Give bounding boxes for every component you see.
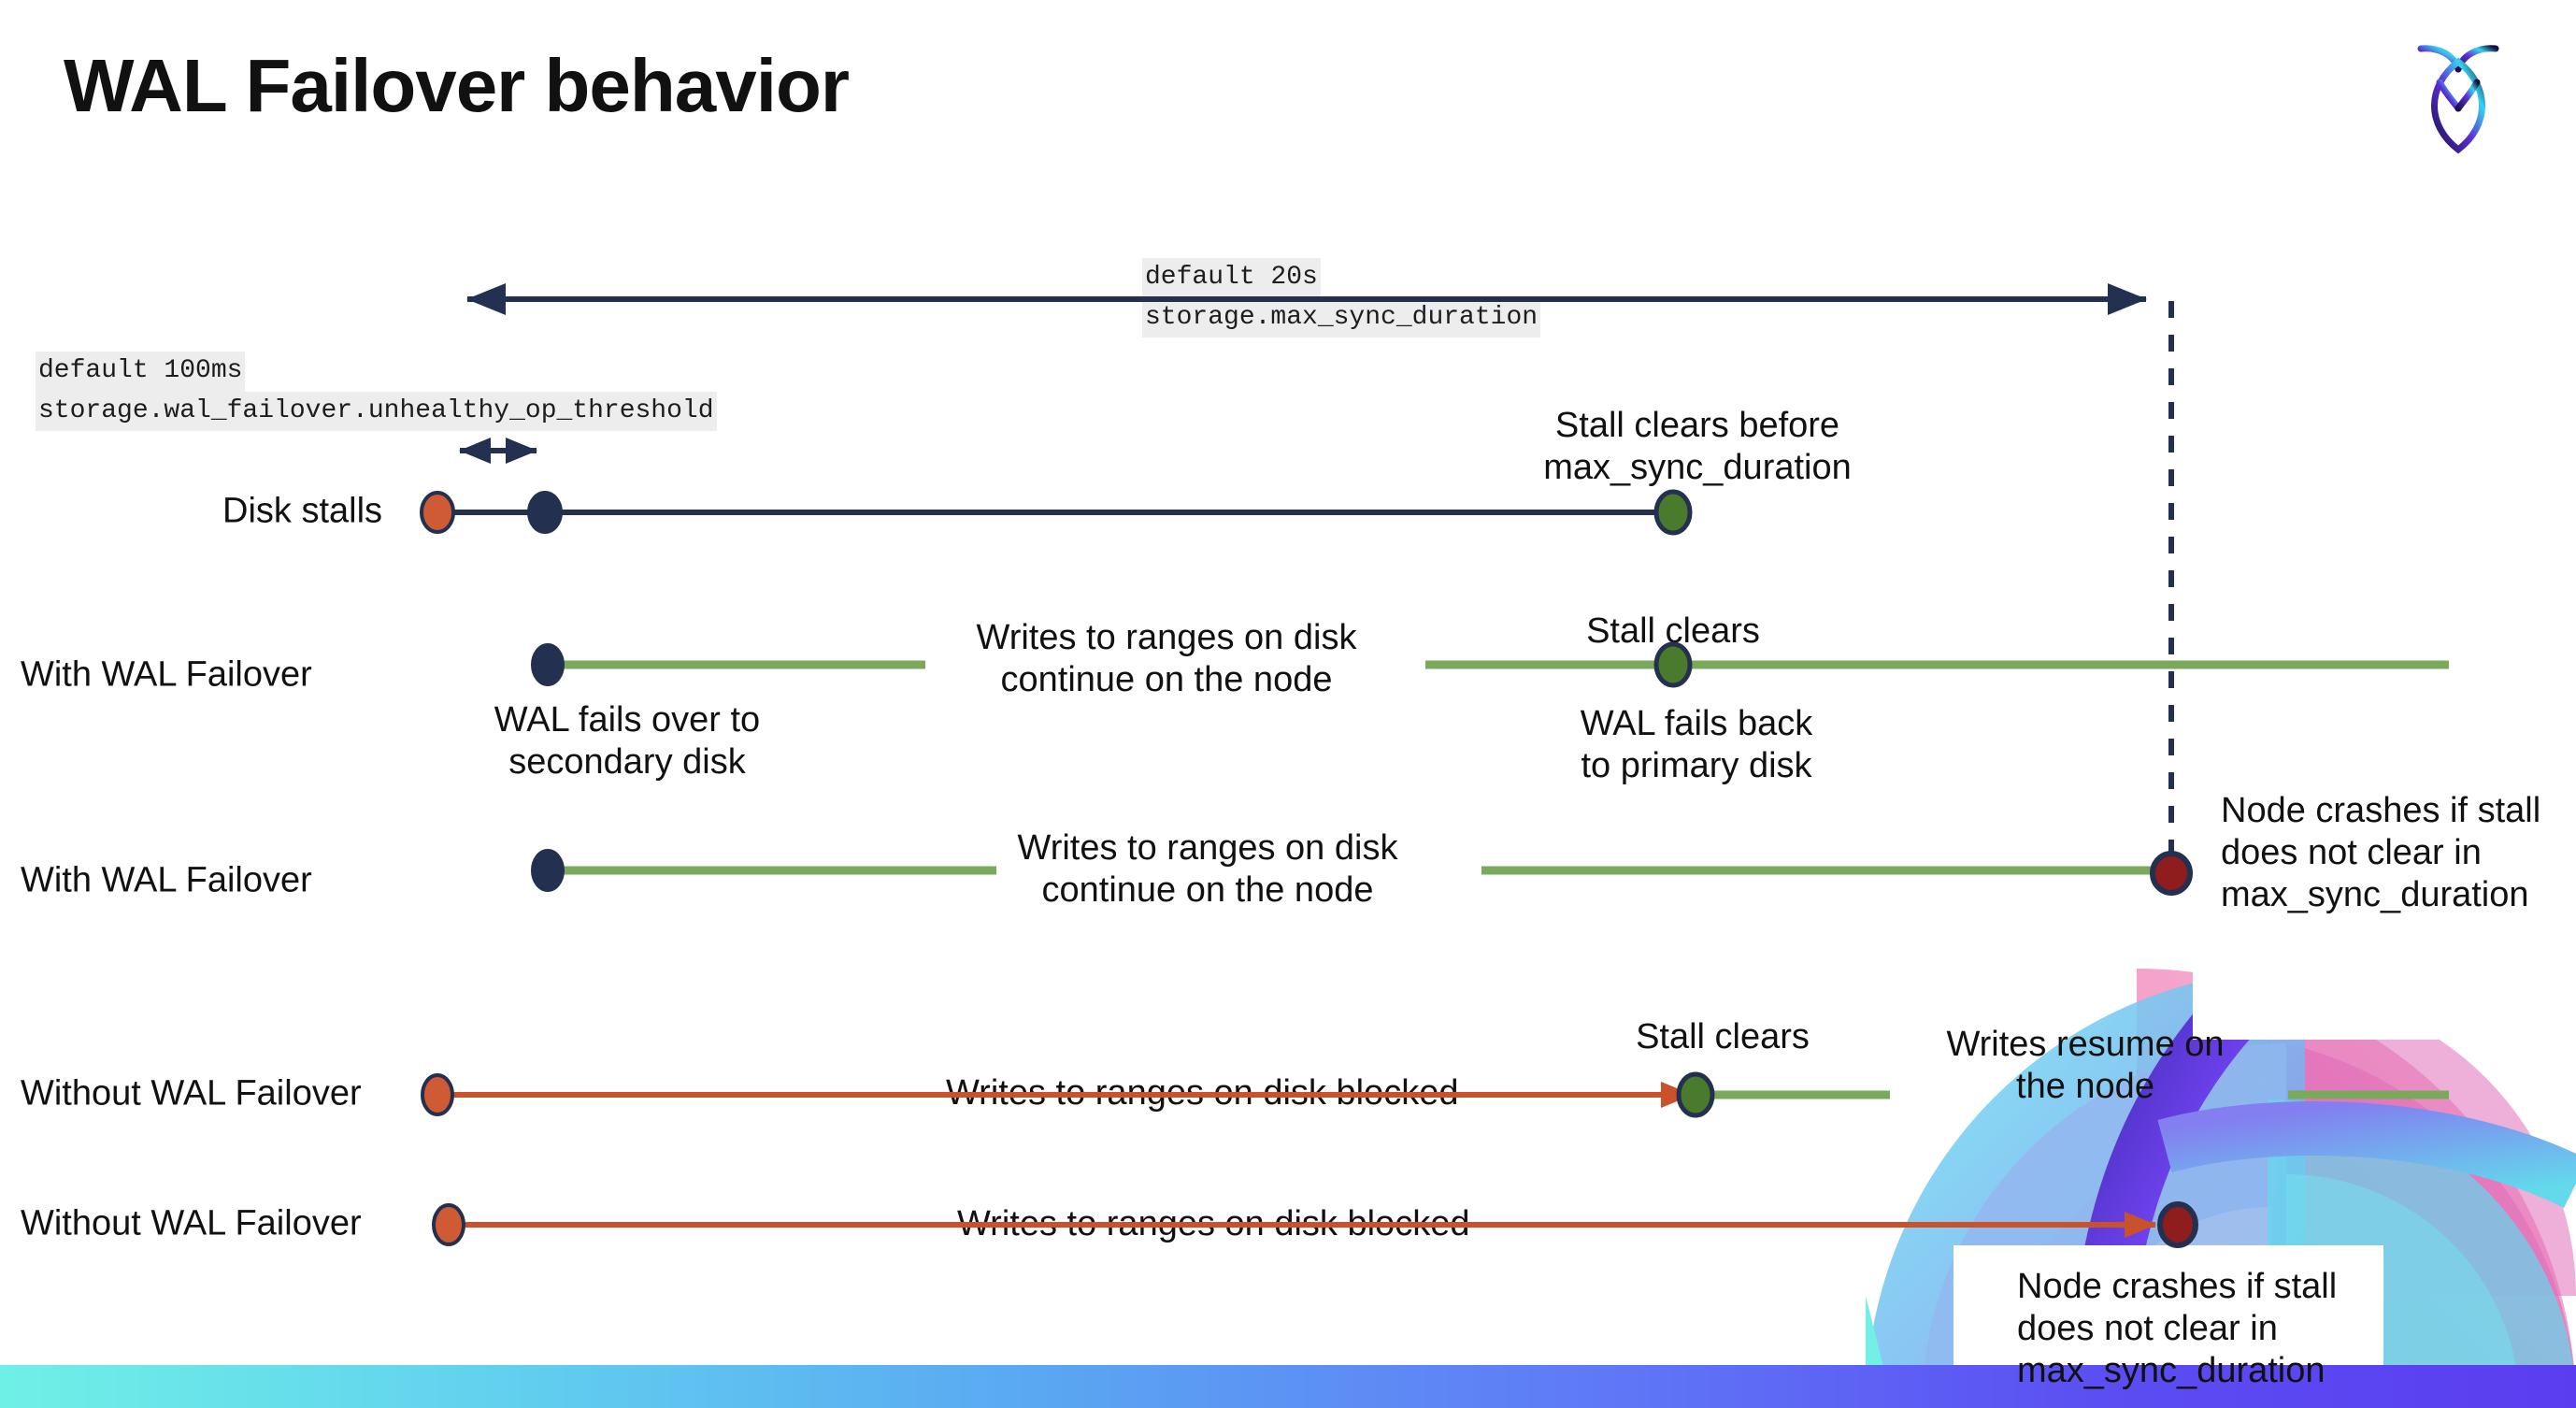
node-crash-dot-row3	[2150, 851, 2193, 896]
page-title: WAL Failover behavior	[64, 44, 850, 127]
node-crash-dot-row5	[2157, 1201, 2198, 1248]
annotation-unhealthy-default: default 100ms	[36, 352, 246, 392]
caption-line: Stall clears	[1636, 1017, 1810, 1056]
caption-writes-continue-row2: Writes to ranges on disk continue on the…	[905, 617, 1428, 701]
caption-line: Writes to ranges on disk	[976, 618, 1357, 657]
disk-stall-start-dot	[420, 491, 455, 534]
caption-stall-clears-row4: Stall clears	[1536, 1016, 1910, 1058]
annotation-unhealthy-setting: storage.wal_failover.unhealthy_op_thresh…	[36, 391, 717, 432]
caption-stall-clears-before: Stall clears before max_sync_duration	[1454, 405, 1940, 489]
caption-line: Writes to ranges on disk	[1017, 828, 1398, 868]
caption-line: Node crashes if stall	[2221, 791, 2541, 830]
caption-line: to primary disk	[1581, 745, 1812, 785]
row-label-without-wal-failover-2: Without WAL Failover	[21, 1203, 362, 1243]
stall-clears-dot-row4	[1676, 1071, 1715, 1118]
annotation-unhealthy-op-threshold: default 100ms storage.wal_failover.unhea…	[36, 352, 717, 432]
caption-line: max_sync_duration	[2017, 1350, 2326, 1390]
stall-clears-dot-row1	[1653, 489, 1693, 536]
row-label-with-wal-failover-2: With WAL Failover	[21, 860, 312, 900]
caption-wal-fails-back: WAL fails back to primary disk	[1481, 703, 1911, 787]
row-label-with-wal-failover-1: With WAL Failover	[21, 654, 312, 695]
stall-clears-dot-row2	[1653, 641, 1693, 688]
row-label-disk-stalls: Disk stalls	[222, 491, 383, 531]
caption-writes-resume: Writes resume on the node	[1898, 1024, 2272, 1108]
caption-line: does not clear in	[2221, 832, 2482, 872]
caption-line: WAL fails back	[1580, 704, 1813, 743]
wal-failover-trigger-dot	[527, 491, 563, 534]
caption-line: Writes resume on	[1946, 1025, 2225, 1064]
caption-node-crashes-row3: Node crashes if stall does not clear in …	[2221, 790, 2576, 915]
bottom-gradient-bar	[0, 1365, 2576, 1408]
cockroachdb-logo-icon	[2402, 28, 2514, 159]
disk-stall-start-dot-row5	[432, 1203, 465, 1246]
caption-line: max_sync_duration	[2221, 874, 2529, 914]
caption-line: WAL fails over to	[494, 700, 761, 740]
caption-line: Node crashes if stall	[2017, 1267, 2338, 1306]
caption-line: secondary disk	[508, 741, 746, 782]
caption-line: max_sync_duration	[1543, 447, 1852, 487]
row-label-without-wal-failover-1: Without WAL Failover	[21, 1073, 362, 1113]
caption-line: continue on the node	[1000, 659, 1333, 699]
disk-stall-start-dot-row4	[421, 1073, 454, 1116]
caption-line: the node	[2016, 1066, 2154, 1106]
caption-wal-fails-over: WAL fails over to secondary disk	[394, 699, 861, 783]
caption-node-crashes-row5: Node crashes if stall does not clear in …	[2017, 1266, 2410, 1391]
caption-backdrop-row3	[2193, 776, 2576, 1040]
caption-line: Stall clears before	[1554, 406, 1840, 445]
wal-failover-start-dot-row3	[531, 849, 565, 892]
caption-writes-continue-row3: Writes to ranges on disk continue on the…	[946, 827, 1469, 912]
wal-failover-start-dot-row2	[531, 643, 565, 686]
caption-line: continue on the node	[1041, 869, 1374, 910]
caption-line: does not clear in	[2017, 1308, 2278, 1348]
